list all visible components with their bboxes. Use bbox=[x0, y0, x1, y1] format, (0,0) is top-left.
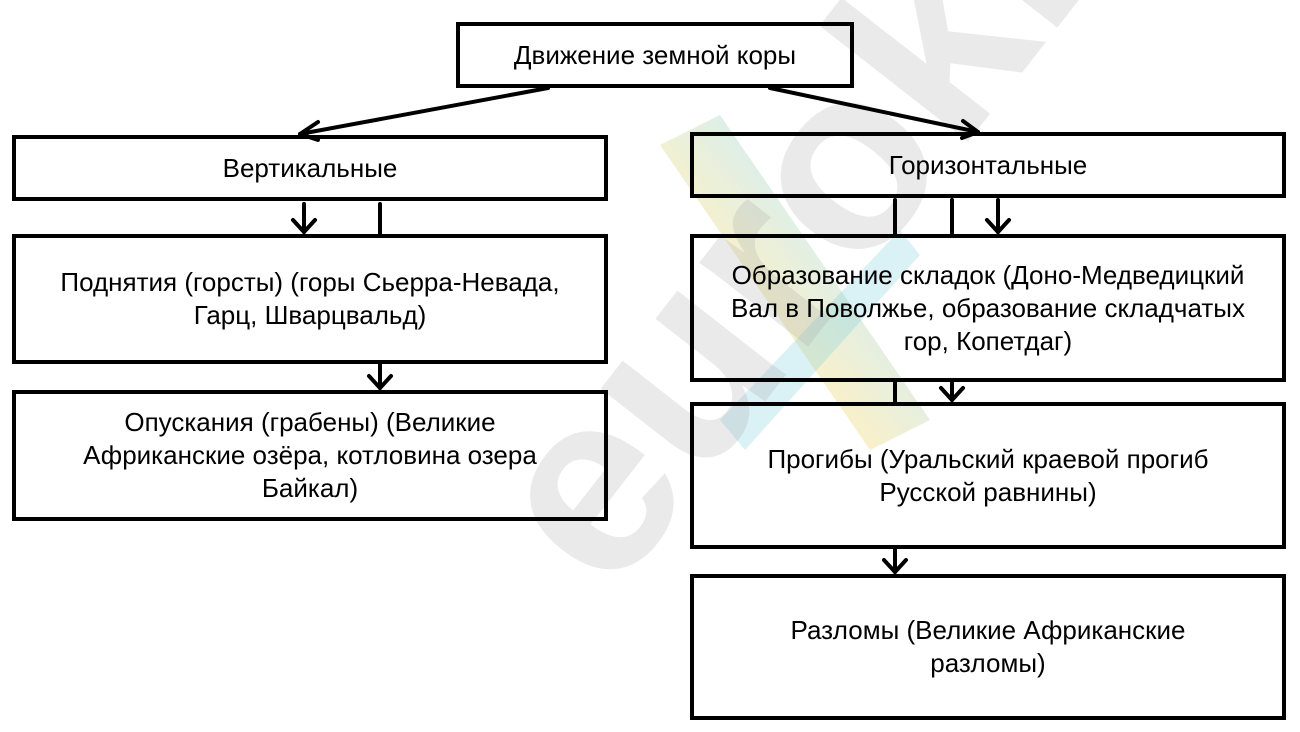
vertical-title: Вертикальные bbox=[222, 152, 398, 183]
vertical-item-uplifts: Поднятия (горсты) (горы Сьерра-Невада, Г… bbox=[12, 234, 608, 364]
arrow-root-to-horizontal bbox=[768, 86, 980, 134]
horizontal-item-faults: Разломы (Великие Африканские разломы) bbox=[690, 574, 1286, 720]
root-box: Движение земной коры bbox=[456, 22, 854, 88]
horizontal-item-folds: Образование складок (Доно-Медведицкий Ва… bbox=[690, 234, 1286, 382]
horizontal-item-folds-text: Образование складок (Доно-Медведицкий Ва… bbox=[731, 259, 1245, 356]
horizontal-item-troughs-text: Прогибы (Уральский краевой прогиб Русско… bbox=[767, 443, 1209, 507]
horizontal-item-faults-text: Разломы (Великие Африканские разломы) bbox=[790, 615, 1186, 678]
arrow-root-to-vertical bbox=[298, 86, 550, 136]
horizontal-box: Горизонтальные bbox=[690, 132, 1286, 198]
vertical-item-uplifts-text: Поднятия (горсты) (горы Сьерра-Невада, Г… bbox=[60, 267, 560, 330]
vertical-box: Вертикальные bbox=[12, 135, 608, 201]
vertical-item-subsidence: Опускания (грабены) (Великие Африканские… bbox=[12, 390, 608, 521]
horizontal-title: Горизонтальные bbox=[888, 149, 1088, 180]
vertical-item-subsidence-text: Опускания (грабены) (Великие Африканские… bbox=[83, 407, 537, 503]
horizontal-item-troughs: Прогибы (Уральский краевой прогиб Русско… bbox=[690, 402, 1286, 549]
root-label: Движение земной коры bbox=[513, 39, 797, 70]
